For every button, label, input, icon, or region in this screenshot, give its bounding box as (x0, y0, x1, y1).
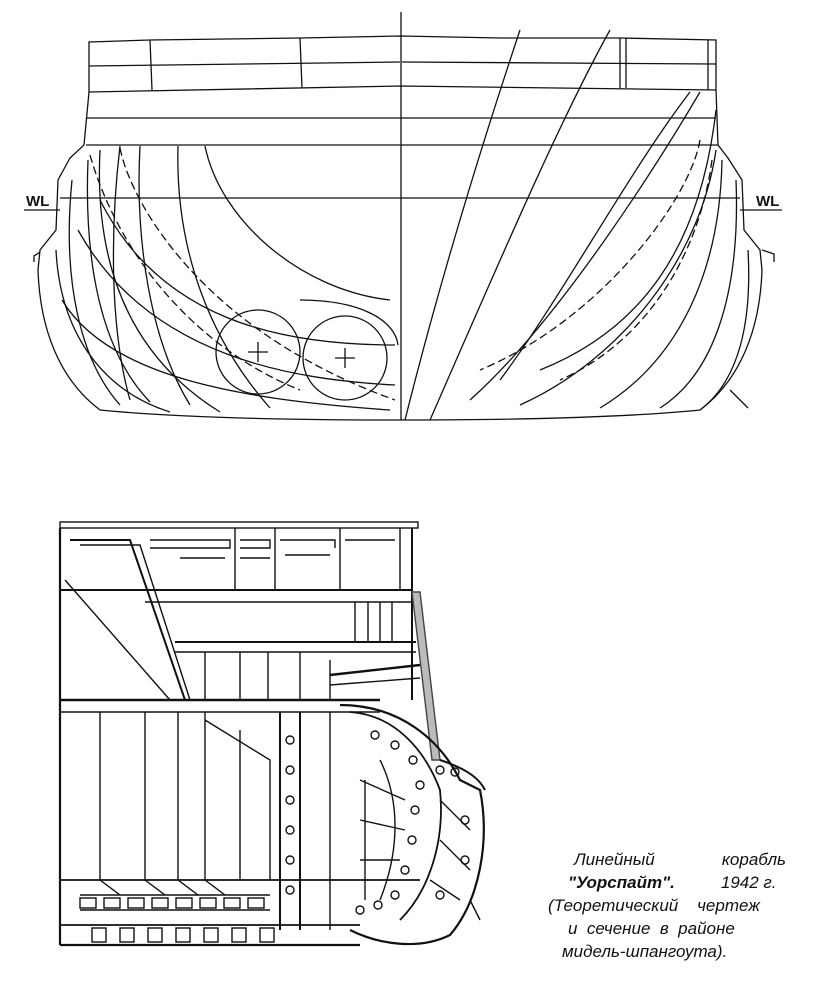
figure-caption: Линейный корабль "Уорспайт". 1942 г. (Тео… (548, 848, 818, 963)
propeller-circle-outer (215, 309, 301, 395)
caption-line-4: и сечение в районе (568, 919, 735, 938)
propeller-circle-inner (302, 315, 388, 401)
anti-torpedo-bulge (339, 703, 485, 946)
waterline-label-right: WL (756, 193, 779, 210)
body-plan-drawing (24, 12, 782, 421)
caption-line-3: (Теоретический чертеж (548, 896, 760, 915)
midship-section-drawing (58, 521, 486, 947)
caption-line-1: Линейный корабль (574, 850, 786, 869)
upper-deck-plate (59, 521, 419, 529)
waterline-label-left: WL (26, 193, 49, 210)
caption-line-2: "Уорспайт". 1942 г. (548, 871, 818, 894)
caption-year: 1942 г. (720, 873, 777, 892)
hull-outline (37, 89, 763, 421)
ship-name: "Уорспайт". (568, 873, 675, 892)
caption-line-5: мидель-шпангоута). (562, 942, 728, 961)
